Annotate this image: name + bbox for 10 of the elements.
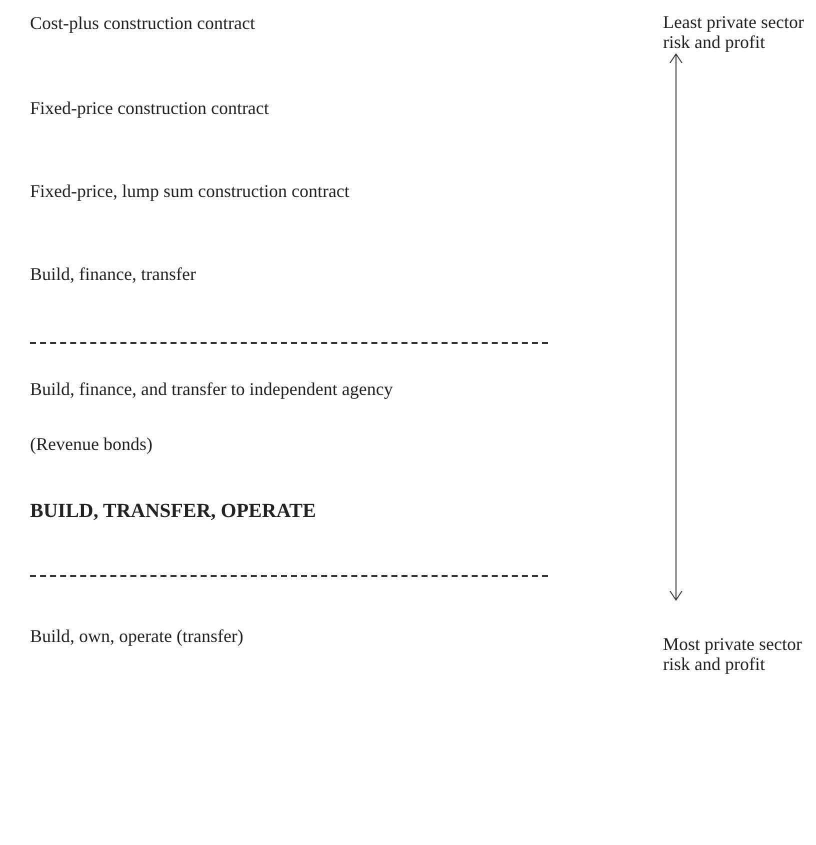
option-text: Build, own, operate (transfer) xyxy=(30,625,244,647)
scale-end-label: Least private sector risk and profit xyxy=(663,12,813,52)
option-text: Fixed-price, lump sum construction contract xyxy=(30,180,350,202)
option-text: Fixed-price construction contract xyxy=(30,97,269,119)
option-text: Cost-plus construction contract xyxy=(30,12,255,34)
option-text: Build, finance, transfer xyxy=(30,263,196,285)
double-headed-arrow xyxy=(670,54,682,600)
scale-end-label: Most private sector risk and profit xyxy=(663,634,813,674)
heading-text: BUILD, TRANSFER, OPERATE xyxy=(30,500,316,522)
option-text: Build, finance, and transfer to independent agency (Revenue bonds) xyxy=(30,378,394,456)
